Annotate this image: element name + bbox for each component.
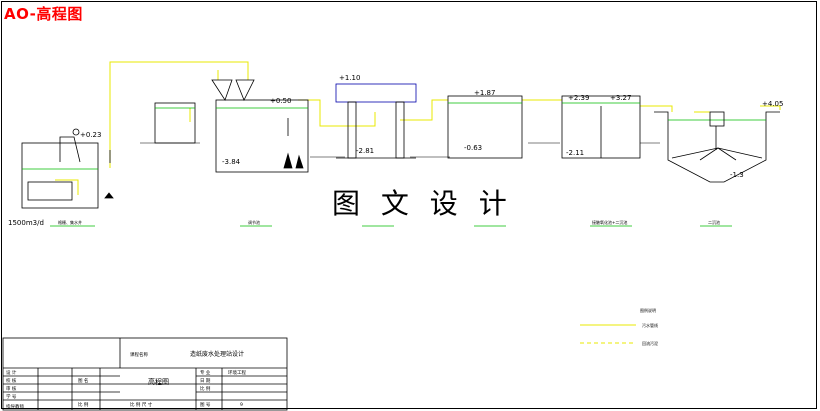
tb-row-0: 设 计 [6,369,17,376]
tb-drawing-name: 高程图 [148,377,169,386]
watermark-text: 图 文 设 计 [332,187,513,220]
tb-row-4: 指导教师 [6,403,24,410]
legend: 图例说明 污水管线 回流污泥 [580,307,658,346]
elev-clar-top: +4.05 [762,100,783,108]
elev-comb-bottom: -2.11 [566,149,584,157]
elev-clar-bottom: -1.3 [730,171,744,179]
tb-major-label: 专 业 [200,369,211,376]
unit-label-5: 接触氧化池+二沉池 [592,219,627,225]
elev-ao-top: +1.87 [474,89,495,97]
elev-comb-top-left: +2.39 [568,94,589,102]
tb-major-value: 环境工程 [228,369,246,376]
legend-title: 图例说明 [640,307,656,313]
unit-screen-sump [21,128,114,209]
tb-proportion-text: 比 例 尺 寸 [130,401,153,408]
unit-labels: 格栅、集水井 调节池 接触氧化池+二沉池 二沉池 [50,219,732,227]
unit-small-tank [154,102,196,144]
elev-dist-top: +1.10 [339,74,360,82]
elev-comb-top-right: +3.27 [610,94,631,102]
title-block-text: 课程名称 造纸废水处理站设计 图 名 高程图 设 计 校 核 审 核 学 号 指… [6,350,246,410]
sewage-flow-line [55,61,781,195]
tb-project-label: 课程名称 [130,351,148,358]
unit-ao-tank [447,95,523,159]
tb-sheet-value: 9 [240,402,243,408]
unit-equalization-tank [211,79,309,173]
drawing-title: AO-高程图 [4,5,83,23]
tb-project-name: 造纸废水处理站设计 [190,350,244,358]
unit-label-1: 格栅、集水井 [58,219,82,225]
elev-dist-bottom: -2.81 [356,147,374,155]
elev-ao-bottom: -0.63 [464,144,482,152]
unit-label-2: 调节池 [248,219,260,225]
flow-rate-label: 1500m3/d [8,219,44,227]
elev-anoxic-top: +0.50 [270,97,291,105]
elevation-labels: +0.23 +0.50 -3.84 +1.10 -2.81 +1.87 -0.6… [80,74,783,179]
tb-sheet-label: 图 号 [200,402,211,408]
legend-item-sewage: 污水管线 [642,322,658,328]
tb-row-1: 校 核 [6,377,17,384]
elev-grit-top: +0.23 [80,131,101,139]
tb-row-2: 审 核 [6,385,17,392]
tb-date-label: 日 期 [200,378,211,384]
unit-contact-oxidation [561,95,641,159]
legend-item-sludge: 回流污泥 [642,340,658,346]
title-block [2,337,288,411]
tb-row-3: 学 号 [6,393,17,400]
tb-drawing-label: 图 名 [78,377,88,384]
elev-anoxic-bottom: -3.84 [222,158,241,166]
unit-distribution-well [335,83,417,159]
tb-scale-label: 比 例 [200,385,211,392]
tb-ratio-label: 比 例 [78,401,89,408]
unit-clarifier [654,111,780,183]
unit-label-6: 二沉池 [708,219,720,225]
